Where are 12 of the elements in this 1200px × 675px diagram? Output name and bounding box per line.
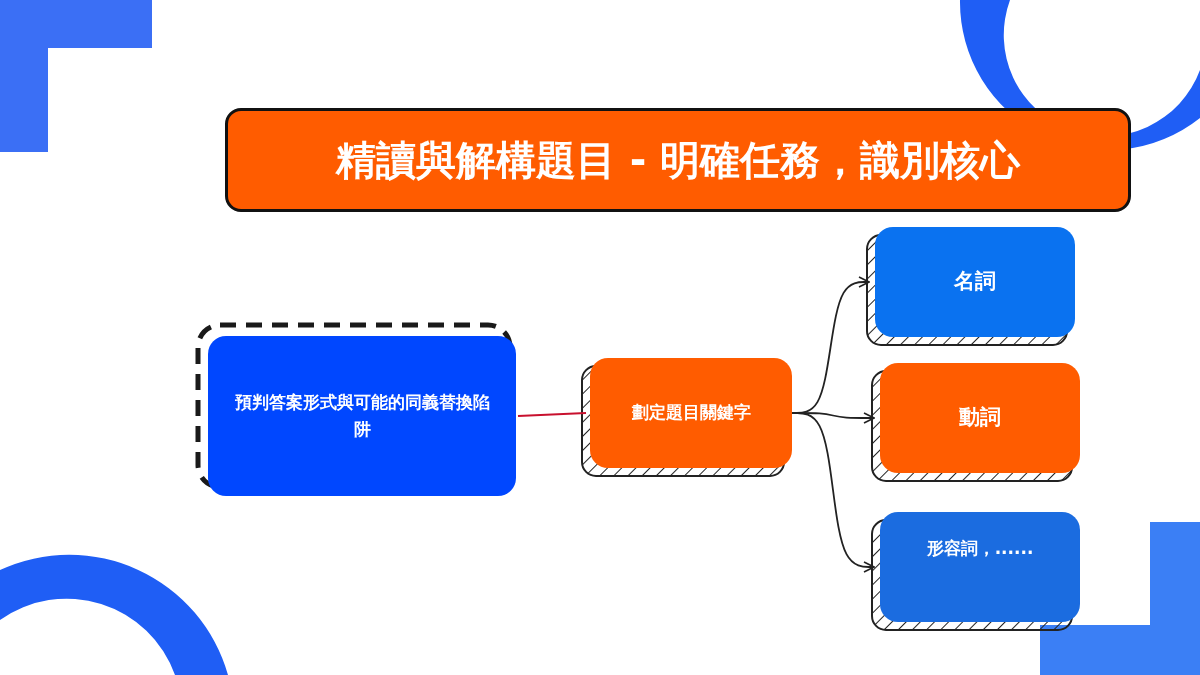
process-box — [880, 512, 1080, 622]
node-label: 形容詞，...... — [926, 537, 1034, 561]
process-box — [875, 227, 1075, 337]
node-label: 動詞 — [959, 404, 1001, 432]
title-banner: 精讀與解構題目 - 明確任務，識別核心 — [225, 108, 1131, 212]
arrow — [791, 412, 875, 573]
process-box — [208, 336, 516, 496]
node-label: 名詞 — [954, 268, 996, 296]
process-box — [590, 358, 792, 468]
process-box — [880, 363, 1080, 473]
node-label: 預判答案形式與可能的同義替換陷阱 — [233, 390, 491, 441]
node-label: 劃定題目關鍵字 — [631, 401, 751, 425]
